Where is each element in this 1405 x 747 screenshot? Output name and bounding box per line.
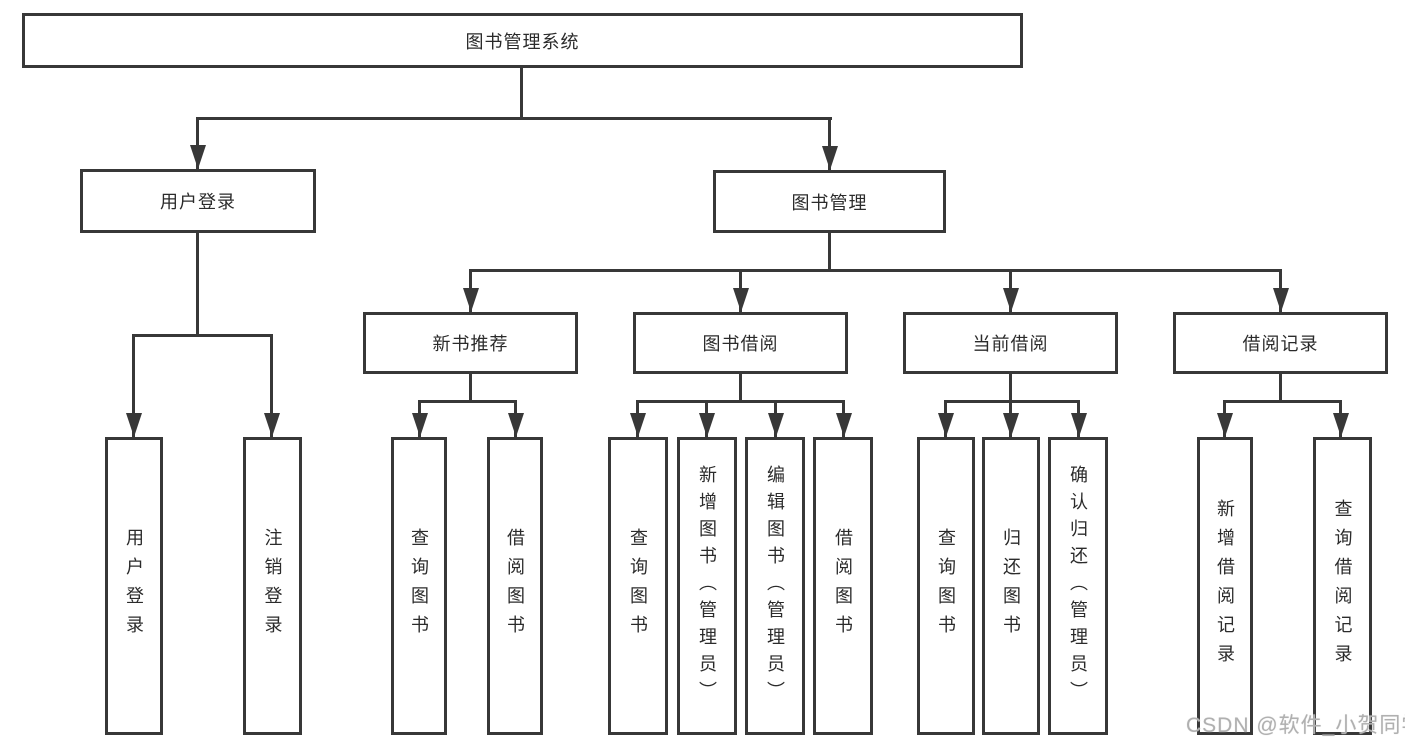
leaf-confirm-return-admin: 确认归还（管理员）	[1048, 437, 1108, 735]
arrowhead-to-leaf-logout	[270, 336, 273, 437]
arrowhead-to-borrow-records	[1279, 271, 1282, 312]
leaf-add-book-admin: 新增图书（管理员）	[677, 437, 737, 735]
node-current-borrow: 当前借阅	[903, 312, 1118, 374]
connector-current-borrow-stem	[1009, 374, 1012, 403]
leaf-add-borrow-record: 新增借阅记录	[1197, 437, 1253, 735]
leaf-query-books-3: 查询图书	[917, 437, 975, 735]
node-borrow-records: 借阅记录	[1173, 312, 1388, 374]
arrowhead-to-query-books-3	[944, 402, 947, 437]
connector-book-borrow-stem	[739, 374, 742, 403]
leaf-return-books: 归还图书	[982, 437, 1040, 735]
csdn-watermark: CSDN @软件_小贺同学	[1186, 714, 1405, 737]
arrowhead-to-edit-book-admin	[774, 402, 777, 437]
arrowhead-to-borrow-books-1	[514, 402, 517, 437]
node-new-book-recommend: 新书推荐	[363, 312, 578, 374]
arrowhead-to-add-borrow-record	[1223, 402, 1226, 437]
connector-root-stem	[520, 66, 523, 119]
arrowhead-to-book-management	[828, 118, 831, 170]
arrowhead-to-query-borrow-record	[1339, 402, 1342, 437]
arrowhead-to-return-books	[1009, 402, 1012, 437]
node-book-management: 图书管理	[713, 170, 946, 233]
connector-book-management-bar	[469, 269, 1282, 272]
leaf-query-books-2: 查询图书	[608, 437, 668, 735]
connector-new-book-stem	[469, 374, 472, 403]
connector-borrow-records-bar	[1223, 400, 1342, 403]
arrowhead-to-confirm-return-admin	[1077, 402, 1080, 437]
connector-current-borrow-bar	[944, 400, 1080, 403]
node-book-borrow: 图书借阅	[633, 312, 848, 374]
arrowhead-to-query-books-2	[636, 402, 639, 437]
leaf-query-books-1: 查询图书	[391, 437, 447, 735]
connector-user-login-bar	[132, 334, 273, 337]
connector-new-book-bar	[418, 400, 517, 403]
arrowhead-to-user-login	[196, 118, 199, 169]
leaf-user-login: 用户登录	[105, 437, 163, 735]
leaf-borrow-books-2: 借阅图书	[813, 437, 873, 735]
leaf-query-borrow-record: 查询借阅记录	[1313, 437, 1372, 735]
arrowhead-to-current-borrow	[1009, 271, 1012, 312]
arrowhead-to-book-borrow	[739, 271, 742, 312]
connector-root-bar	[196, 117, 832, 120]
arrowhead-to-query-books-1	[418, 402, 421, 437]
arrowhead-to-borrow-books-2	[842, 402, 845, 437]
node-root: 图书管理系统	[22, 13, 1023, 68]
connector-user-login-stem	[196, 233, 199, 337]
arrowhead-to-add-book-admin	[705, 402, 708, 437]
arrowhead-to-leaf-user-login	[132, 336, 135, 437]
arrowhead-to-new-book-recommend	[469, 271, 472, 312]
leaf-logout: 注销登录	[243, 437, 302, 735]
leaf-edit-book-admin: 编辑图书（管理员）	[745, 437, 805, 735]
connector-book-borrow-bar	[636, 400, 845, 403]
leaf-borrow-books-1: 借阅图书	[487, 437, 543, 735]
connector-borrow-records-stem	[1279, 374, 1282, 403]
connector-book-management-stem	[828, 233, 831, 272]
node-user-login: 用户登录	[80, 169, 316, 233]
